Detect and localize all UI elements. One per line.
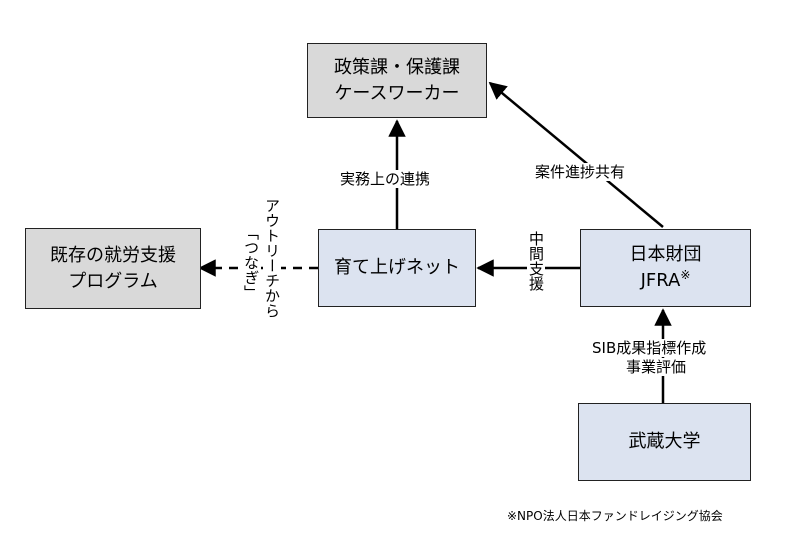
musashi-university-box: 武蔵大学: [578, 403, 751, 481]
label-anken-shinchoku: 案件進捗共有: [535, 163, 626, 181]
label-sib-line1: SIB成果指標作成: [592, 339, 707, 357]
label-outreach-line1: アウトリーチから: [263, 198, 281, 318]
label-outreach-line2: 「つなぎ」: [242, 225, 260, 300]
footnote: ※NPO法人日本ファンドレイジング協会: [507, 509, 723, 523]
policy-division-box: 政策課・保護課 ケースワーカー: [307, 43, 487, 118]
arrow-nippon-to-policy: [488, 81, 664, 228]
policy-box-line2: ケースワーカー: [334, 82, 460, 104]
label-jitsumu-renkei: 実務上の連携: [340, 170, 431, 188]
policy-box-line1: 政策課・保護課: [334, 56, 460, 78]
sodateage-net-text: 育て上げネット: [334, 257, 460, 278]
existing-program-text: 既存の就労支援プログラム: [50, 244, 176, 292]
nippon-foundation-line1: 日本財団: [629, 244, 702, 265]
sodateage-net-box: 育て上げネット: [318, 229, 476, 307]
label-sib-line2: 事業評価: [626, 358, 687, 376]
footnote-mark: ※: [680, 268, 691, 282]
musashi-university-text: 武蔵大学: [628, 431, 701, 452]
nippon-foundation-box: 日本財団 JFRA※: [580, 229, 751, 307]
nippon-foundation-line2: JFRA※: [641, 268, 691, 294]
label-chukan-shien: 中間支援: [527, 231, 545, 291]
jfra-text: JFRA: [640, 270, 681, 291]
existing-program-box: 既存の就労支援プログラム: [25, 228, 201, 309]
